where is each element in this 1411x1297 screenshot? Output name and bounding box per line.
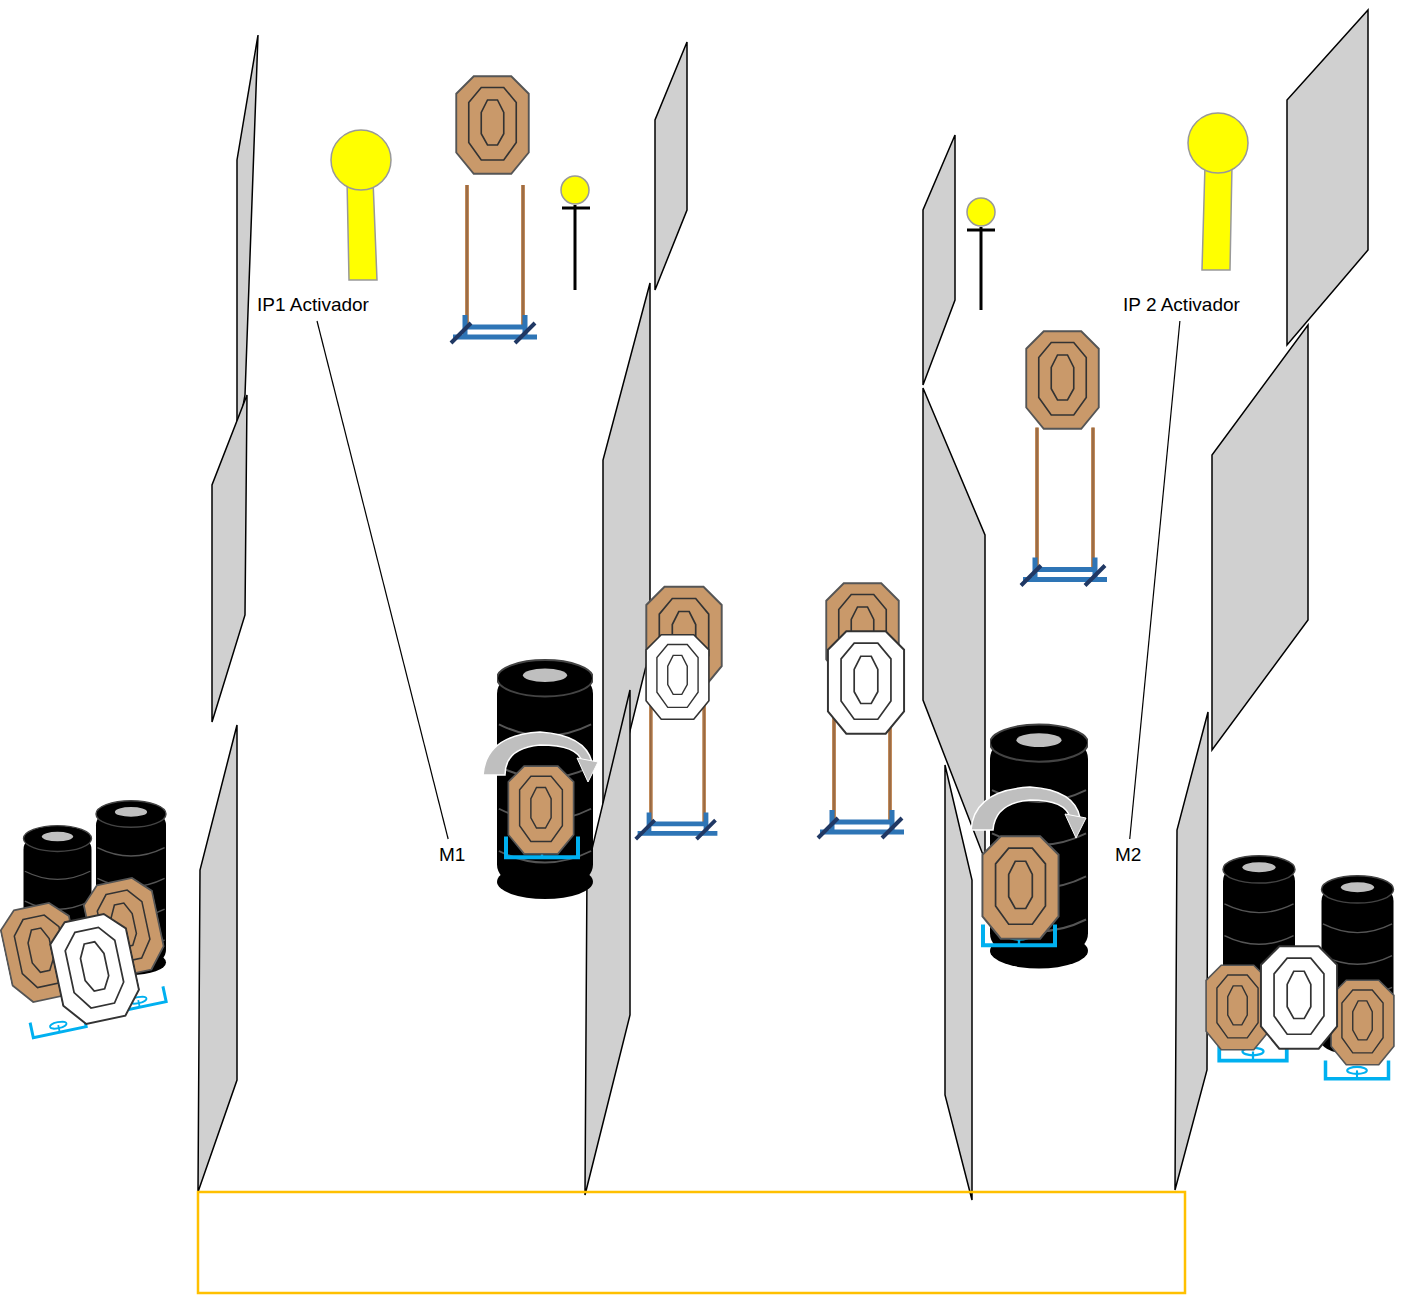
tire-stack — [24, 660, 1394, 1055]
target-stand — [1021, 428, 1107, 586]
wall-panel — [1287, 10, 1368, 345]
mover-target — [982, 836, 1058, 938]
label-text: IP1 Activador — [257, 294, 369, 316]
mini-popper — [561, 176, 995, 310]
mini-popper — [980, 227, 983, 310]
target-stand — [456, 76, 529, 174]
target-stand — [451, 185, 537, 343]
target-label: M2 — [1112, 842, 1144, 868]
mover-target — [971, 787, 1080, 830]
popper — [1188, 113, 1248, 173]
target-group — [1206, 965, 1269, 1050]
label-text: M1 — [439, 844, 465, 866]
target-stand — [828, 631, 904, 733]
wall-panel — [923, 388, 985, 860]
wall-panel — [1212, 325, 1308, 750]
mini-popper — [562, 207, 590, 210]
mini-popper — [967, 198, 995, 226]
target-label: M1 — [436, 842, 468, 868]
popper — [331, 130, 391, 190]
wall-panel — [655, 42, 687, 290]
target-group — [1261, 946, 1337, 1048]
wall-panel — [1175, 712, 1208, 1190]
wall-panel — [212, 395, 247, 722]
target-group — [0, 874, 1394, 1078]
target-group — [1331, 980, 1394, 1065]
target-label: IP1 Activador — [254, 292, 372, 318]
label-text: M2 — [1115, 844, 1141, 866]
target-stand — [1026, 331, 1099, 429]
wall-panel — [198, 10, 1368, 1200]
wall-panel — [237, 35, 258, 440]
target-label: IP 2 Activador — [1120, 292, 1243, 318]
wall-panel — [198, 725, 237, 1192]
mover-target — [483, 732, 1086, 945]
popper — [1202, 165, 1232, 270]
popper — [347, 180, 377, 280]
wall-panel — [923, 135, 955, 385]
target-stand — [646, 635, 709, 720]
target-group — [46, 910, 143, 1028]
wall-panel — [945, 765, 972, 1200]
fault-line-box — [198, 1192, 1185, 1293]
tire-stack — [497, 660, 593, 899]
mover-target — [508, 766, 573, 854]
mover-target — [577, 758, 598, 782]
activator-link — [317, 321, 448, 839]
label-text: IP 2 Activador — [1123, 294, 1240, 316]
activator-link — [1130, 321, 1180, 839]
mini-popper — [561, 176, 589, 204]
mini-popper — [967, 229, 995, 232]
mini-popper — [574, 205, 577, 290]
mover-target — [1065, 814, 1086, 838]
